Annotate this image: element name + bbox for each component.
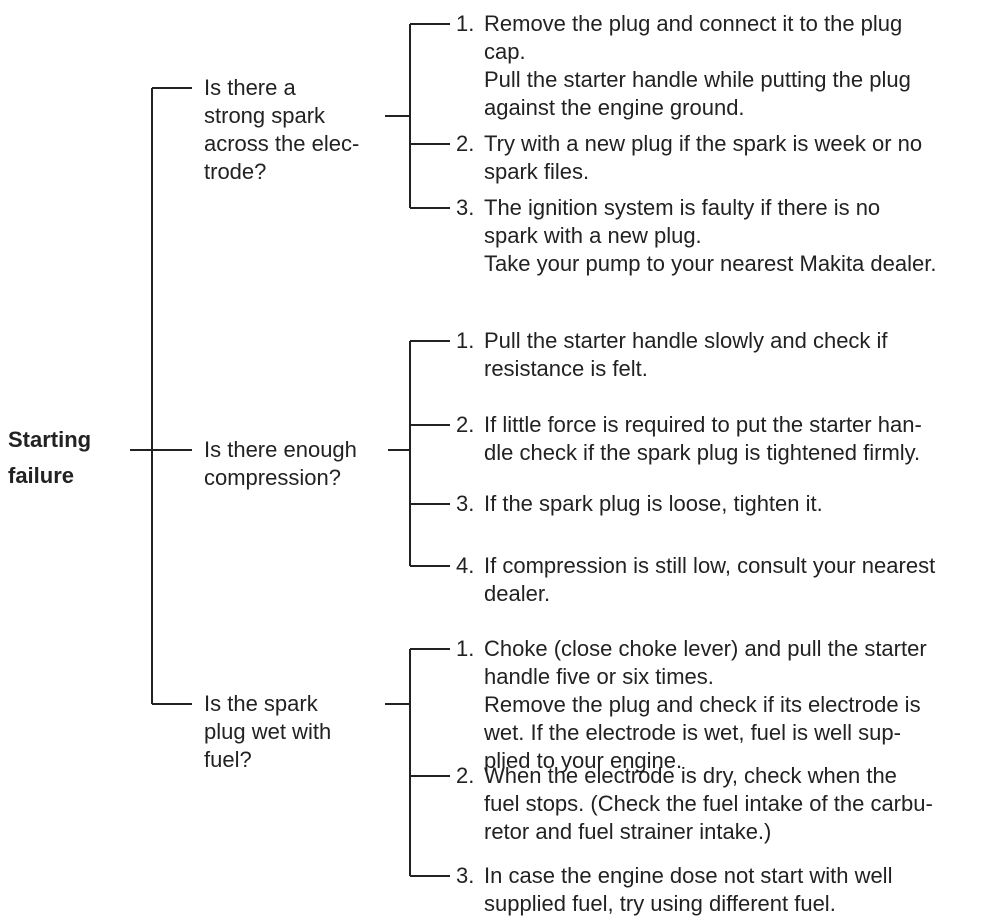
step-number: 2.: [456, 131, 475, 156]
step-number: 1.: [456, 636, 475, 661]
step-text: Remove the plug and connect it to the pl…: [484, 11, 911, 120]
step-text: Try with a new plug if the spark is week…: [484, 131, 923, 184]
step-number: 3.: [456, 195, 475, 220]
step-number: 3.: [456, 491, 475, 516]
step-text: The ignition system is faulty if there i…: [484, 195, 937, 276]
step-number: 1.: [456, 328, 475, 353]
question-compression: Is there enough compression?: [204, 437, 357, 490]
question-wet-plug: Is the spark plug wet with fuel?: [204, 691, 332, 772]
step-text: If compression is still low, consult you…: [484, 553, 936, 606]
step-text: In case the engine dose not start with w…: [484, 863, 893, 916]
step-text: If the spark plug is loose, tighten it.: [484, 491, 823, 516]
question-spark: Is there a strong spark across the elec-…: [204, 75, 360, 184]
step-number: 4.: [456, 553, 475, 578]
step-text: When the electrode is dry, check when th…: [484, 763, 933, 844]
step-text: If little force is required to put the s…: [484, 412, 922, 465]
step-text: Pull the starter handle slowly and check…: [484, 328, 888, 381]
step-number: 2.: [456, 412, 475, 437]
step-number: 3.: [456, 863, 475, 888]
step-text: Choke (close choke lever) and pull the s…: [484, 636, 927, 773]
root-label-line1: Starting: [8, 427, 92, 452]
step-number: 2.: [456, 763, 475, 788]
root-label-line2: failure: [8, 463, 75, 488]
step-number: 1.: [456, 11, 475, 36]
